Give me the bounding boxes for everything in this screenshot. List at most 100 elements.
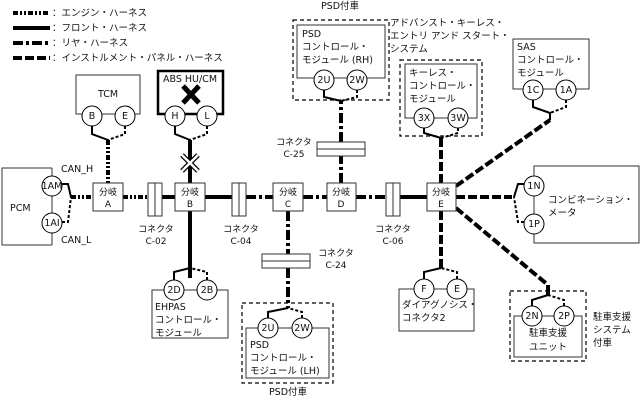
branch-id: C	[285, 200, 291, 210]
system-label: アドバンスト・キーレス・	[390, 18, 504, 29]
branch-label: 分岐	[181, 186, 199, 198]
connector-c-06: コネクタ C-06	[375, 182, 411, 247]
system-label: エントリ アンド スタート・	[390, 31, 510, 42]
connector-id: C-24	[326, 261, 347, 271]
pin-label: 1C	[527, 85, 540, 96]
legend-item-instrument: ：インストルメント・パネル・ハーネス	[13, 53, 223, 64]
branch-id: D	[338, 200, 345, 210]
legend: ：エンジン・ハーネス ：フロント・ハーネス ：リヤ・ハーネス ：インストルメント…	[13, 8, 223, 64]
module-keyless: アドバンスト・キーレス・ エントリ アンド スタート・ システム キーレス・ コ…	[390, 18, 510, 139]
module-name: コントロール・	[409, 81, 476, 92]
module-name: コントロール・	[250, 353, 317, 364]
module-name: コントロール・	[517, 55, 584, 66]
pin-label: 2U	[262, 323, 275, 334]
pin-label: L	[204, 111, 210, 122]
pin-label: E	[454, 284, 460, 295]
connector-label: コネクタ	[138, 224, 174, 235]
branch-id: B	[187, 200, 193, 210]
module-name: モジュール	[517, 68, 564, 79]
connector-c-24: コネクタ C-24	[261, 248, 354, 271]
pin-label: B	[89, 111, 96, 122]
can-l-label: CAN_L	[61, 235, 92, 246]
pin-1am	[41, 175, 63, 197]
module-name: コントロール・	[155, 315, 222, 326]
module-ehpas: 2D 2B EHPAS コントロール・ モジュール	[151, 267, 229, 339]
open-circuit-x-icon	[180, 153, 200, 173]
branch-id: A	[105, 200, 112, 210]
connector-label: コネクタ	[223, 224, 259, 235]
connector-label: コネクタ	[318, 248, 354, 259]
module-name: コンビネーション・	[548, 195, 633, 206]
pin-label: F	[421, 284, 426, 295]
pin-label: 2N	[525, 311, 538, 322]
module-name: 駐車支援	[529, 327, 568, 339]
legend-label: ：リヤ・ハーネス	[52, 38, 128, 49]
module-name: メータ	[548, 208, 577, 219]
module-name: PSD	[250, 340, 269, 351]
pin-label: 2B	[201, 285, 214, 296]
legend-label: ：インストルメント・パネル・ハーネス	[52, 53, 223, 64]
connector-label: コネクタ	[375, 224, 411, 235]
branch-d: 分岐 D	[326, 182, 357, 212]
legend-item-engine: ：エンジン・ハーネス	[13, 8, 147, 19]
branch-e: 分岐 E	[426, 182, 457, 212]
fault-x-icon	[181, 84, 201, 105]
connector-id: C-25	[284, 150, 305, 160]
legend-label: ：フロント・ハーネス	[52, 23, 147, 34]
connector-c-02: コネクタ C-02	[138, 182, 174, 247]
module-sas: SAS コントロール・ モジュール 1C 1A	[512, 38, 590, 120]
module-name: モジュール	[155, 328, 202, 339]
pin-label: 2P	[558, 311, 570, 322]
module-name: モジュール	[409, 94, 456, 105]
module-tcm: TCM B E	[75, 74, 141, 141]
module-name: EHPAS	[155, 302, 186, 313]
module-pcm: PCM 1AM 1AI CAN_H CAN_L	[1, 164, 93, 246]
module-name: PSD	[302, 29, 321, 40]
pin-label: 1AM	[42, 181, 63, 192]
module-name: ABS HU/CM	[163, 74, 217, 85]
option-label: PSD付車	[321, 0, 360, 12]
pin-label: 2U	[318, 75, 331, 86]
branch-label: 分岐	[279, 186, 297, 198]
connector-id: C-02	[146, 237, 167, 247]
pin-label: 1P	[528, 219, 540, 230]
module-name: PCM	[10, 203, 31, 214]
branch-label: 分岐	[432, 186, 450, 198]
module-name: コネクタ2	[402, 313, 446, 324]
connector-c-25: コネクタ C-25	[276, 137, 366, 160]
module-combination-meter: 1N 1P コンビネーション・ メータ	[513, 165, 640, 244]
branch-c: 分岐 C	[272, 182, 304, 212]
module-name: ユニット	[529, 342, 567, 353]
module-diagnosis-connector: F E ダイアグノシス・ コネクタ2	[398, 267, 477, 332]
harness-lines	[71, 100, 552, 308]
pin-label: 1AI	[44, 218, 59, 229]
module-name: TCM	[97, 89, 118, 100]
branch-a: 分岐 A	[92, 182, 124, 212]
legend-item-rear: ：リヤ・ハーネス	[13, 38, 128, 49]
pin-label: 1A	[560, 85, 573, 96]
pin-label: 2W	[294, 323, 310, 334]
legend-item-front: ：フロント・ハーネス	[13, 23, 147, 34]
option-label: 付車	[593, 337, 613, 349]
connector-c-04: コネクタ C-04	[223, 182, 259, 247]
connector-id: C-04	[231, 237, 252, 247]
pin-label: 1N	[527, 181, 540, 192]
branch-b: 分岐 B	[174, 182, 206, 212]
branch-label: 分岐	[332, 186, 350, 198]
module-name: コントロール・	[302, 42, 369, 53]
module-abs: ABS HU/CM H L	[156, 69, 225, 173]
option-label: システム	[593, 325, 631, 336]
module-name: ダイアグノシス・	[402, 299, 477, 311]
module-name: モジュール (LH)	[250, 366, 320, 377]
option-label: PSD付車	[269, 386, 308, 398]
module-psd-lh: 2U 2W PSD コントロール・ モジュール (LH) PSD付車	[241, 302, 334, 398]
connector-label: コネクタ	[276, 137, 312, 148]
module-psd-rh: PSD付車 PSD コントロール・ モジュール (RH) 2U 2W	[292, 0, 390, 102]
connector-id: C-06	[383, 237, 404, 247]
legend-label: ：エンジン・ハーネス	[52, 8, 147, 19]
branch-id: E	[438, 200, 444, 210]
module-name: キーレス・	[409, 68, 457, 79]
module-parking-assist: 2N 2P 駐車支援 ユニット 駐車支援 システム 付車	[509, 285, 632, 362]
module-name: SAS	[517, 42, 536, 53]
